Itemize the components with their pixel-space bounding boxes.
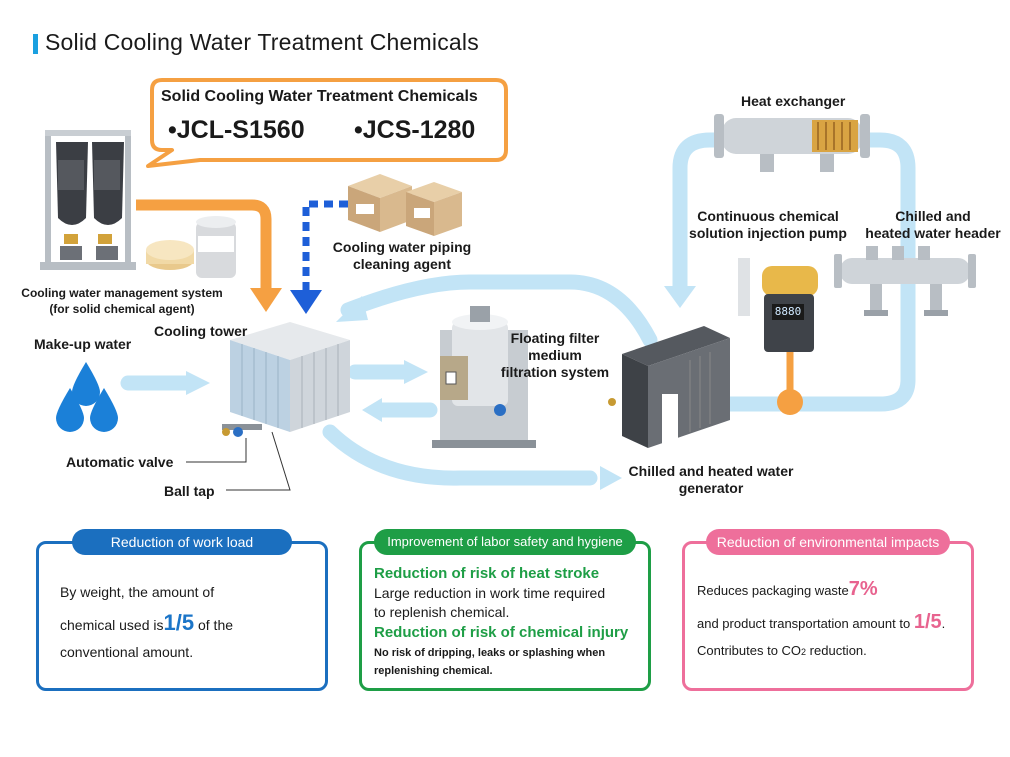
makeup-water-label: Make-up water	[34, 336, 132, 352]
environment-line-3: Contributes to CO2 reduction.	[697, 642, 867, 661]
title-accent-bar	[33, 34, 38, 54]
ball-tap-label: Ball tap	[164, 483, 215, 499]
filter-line-2: medium	[528, 347, 582, 363]
safety-panel	[359, 541, 651, 691]
filter-system-label: Floating filter medium filtration system	[496, 330, 614, 381]
cleaning-agent-dashed-line	[290, 200, 348, 314]
generator-line-2: generator	[678, 480, 744, 496]
filter-line-1: Floating filter	[510, 330, 600, 346]
work-load-highlight: 1/5	[163, 610, 195, 635]
pump-line-1: Continuous chemical	[697, 208, 839, 224]
safety-text-1a: Large reduction in work time required	[374, 585, 606, 601]
environment-line-2-prefix: and product transportation amount to	[697, 616, 911, 631]
safety-text-1b: to replenish chemical.	[374, 604, 510, 620]
callout-heading: Solid Cooling Water Treatment Chemicals	[161, 88, 478, 105]
environment-line-2: and product transportation amount to 1/5…	[697, 609, 945, 637]
environment-line-3-suffix: reduction.	[806, 643, 867, 658]
flow-arrowheads	[186, 286, 696, 490]
product-name-2: •JCS-1280	[354, 116, 476, 144]
management-system-line-1: Cooling water management system	[21, 286, 223, 300]
safety-heading-2: Reduction of risk of chemical injury	[374, 624, 629, 641]
header-line-1: Chilled and	[895, 208, 971, 224]
work-load-line-1: By weight, the amount of	[60, 584, 215, 600]
safety-title: Improvement of labor safety and hygiene	[374, 529, 636, 555]
injection-pump-illustration	[738, 258, 818, 352]
water-flow-lines	[120, 132, 916, 486]
orange-chemical-line	[136, 199, 803, 415]
safety-heading-1: Reduction of risk of heat stroke	[374, 565, 600, 582]
filter-system-illustration	[432, 306, 536, 448]
environment-highlight-fifth: 1/5	[913, 611, 942, 633]
cleaning-agent-line-1: Cooling water piping	[332, 239, 472, 255]
work-load-line-3: conventional amount.	[60, 644, 194, 660]
safety-text-2b: replenishing chemical.	[374, 665, 493, 677]
management-system-illustration	[40, 130, 236, 278]
automatic-valve-label: Automatic valve	[66, 454, 174, 470]
pump-line-2: solution injection pump	[689, 225, 847, 241]
cleaning-agent-boxes	[348, 174, 462, 236]
environment-line-2-suffix: .	[941, 616, 946, 631]
callout-pointer-lines	[186, 431, 291, 491]
page-title: Solid Cooling Water Treatment Chemicals	[45, 29, 479, 55]
heat-exchanger-label: Heat exchanger	[741, 93, 846, 109]
water-header-illustration	[834, 246, 976, 316]
cooling-tower-illustration	[222, 322, 350, 437]
management-system-label: Cooling water management system (for sol…	[4, 285, 240, 317]
water-drop-icons	[56, 362, 118, 432]
work-load-line-2-suffix: of the	[197, 617, 234, 633]
safety-text-2a: No risk of dripping, leaks or splashing …	[374, 647, 606, 659]
product-callout-box	[146, 78, 508, 168]
environment-panel	[682, 541, 974, 691]
header-line-2: heated water header	[865, 225, 1001, 241]
filter-line-3: filtration system	[500, 364, 610, 380]
co2-subscript: 2	[801, 647, 807, 657]
generator-line-1: Chilled and heated water	[628, 463, 794, 479]
environment-line-1: Reduces packaging waste7%	[697, 576, 878, 604]
cleaning-agent-line-2: cleaning agent	[352, 256, 452, 272]
generator-label: Chilled and heated water generator	[608, 463, 814, 497]
management-system-line-2: (for solid chemical agent)	[49, 302, 195, 316]
cleaning-agent-label: Cooling water piping cleaning agent	[322, 239, 482, 273]
environment-highlight-7pct: 7%	[848, 578, 878, 600]
water-header-label: Chilled and heated water header	[858, 208, 1008, 242]
heat-exchanger-illustration	[714, 114, 870, 172]
environment-title: Reduction of environmental impacts	[706, 529, 950, 555]
injection-pump-label: Continuous chemical solution injection p…	[680, 208, 856, 242]
generator-illustration	[608, 326, 730, 448]
work-load-line-2-prefix: chemical used is	[60, 617, 164, 633]
work-load-line-2: chemical used is1/5 of the	[60, 609, 233, 639]
pump-display-readout: 8880	[774, 305, 802, 318]
product-name-1: •JCL-S1560	[168, 116, 305, 144]
work-load-title: Reduction of work load	[72, 529, 292, 555]
environment-line-3-prefix: Contributes to CO	[697, 643, 802, 658]
environment-line-1-prefix: Reduces packaging waste	[697, 583, 849, 598]
cooling-tower-label: Cooling tower	[154, 323, 248, 339]
